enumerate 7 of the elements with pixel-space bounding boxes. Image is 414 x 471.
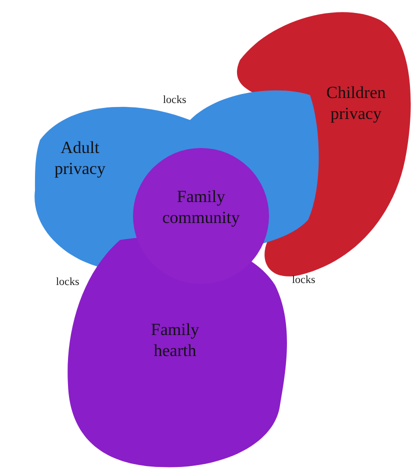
region-label: Children privacy: [325, 82, 387, 124]
relation-label: locks: [56, 276, 80, 288]
region-label: Family community: [161, 186, 241, 228]
region-label: Family hearth: [150, 319, 200, 361]
region-label: Adult privacy: [54, 137, 106, 179]
relation-label: locks: [292, 274, 316, 286]
relation-label: locks: [163, 94, 186, 106]
